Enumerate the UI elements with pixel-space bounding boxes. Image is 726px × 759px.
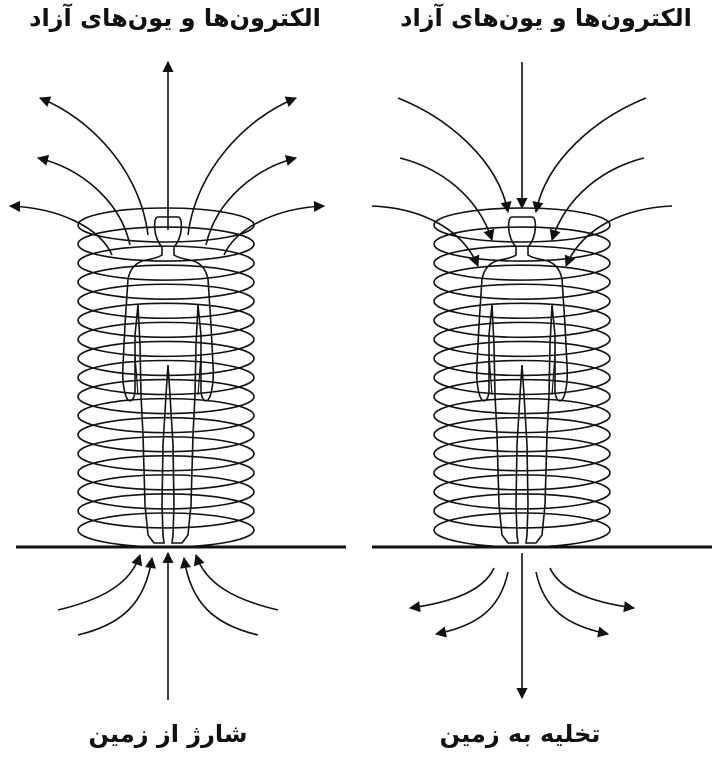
- right-arrow-top-right: [536, 98, 646, 212]
- left-field-ring: [78, 246, 254, 280]
- left-field-ring: [78, 437, 254, 471]
- left-top-arrows: [10, 62, 324, 255]
- left-field-ring: [78, 418, 254, 452]
- right-field-ring: [434, 418, 610, 452]
- right-arrow-ground-right-2: [536, 572, 608, 634]
- left-bottom-arrows: [58, 553, 278, 700]
- left-arrow-low-left: [10, 206, 112, 255]
- left-arrow-top-right: [188, 98, 296, 235]
- right-field-ring: [434, 227, 610, 261]
- left-arrow-ground-right-1: [196, 555, 278, 610]
- right-bottom-arrows: [410, 553, 634, 698]
- left-arrow-low-right: [224, 206, 324, 255]
- left-field-ring: [78, 322, 254, 356]
- left-arrow-ground-left-1: [58, 555, 140, 610]
- right-field-ring: [434, 494, 610, 528]
- right-field-ring: [434, 399, 610, 433]
- left-arrow-mid-right: [206, 158, 296, 245]
- right-field-ring: [434, 456, 610, 490]
- left-field-ring: [78, 475, 254, 509]
- right-field-ring: [434, 513, 610, 547]
- right-arrow-ground-left-1: [410, 568, 494, 608]
- right-field-ring: [434, 284, 610, 318]
- left-arrow-ground-right-2: [184, 558, 258, 635]
- right-arrow-ground-left-2: [436, 572, 508, 634]
- left-field-ring: [78, 303, 254, 337]
- right-field-ring: [434, 265, 610, 299]
- left-field-ring: [78, 341, 254, 375]
- right-field-ring: [434, 475, 610, 509]
- left-field-ring: [78, 265, 254, 299]
- right-field-ring: [434, 437, 610, 471]
- right-arrow-ground-right-1: [550, 568, 634, 608]
- right-arrow-top-left: [398, 98, 508, 212]
- left-field-ring: [78, 456, 254, 490]
- right-field-ring: [434, 322, 610, 356]
- left-field-ring: [78, 284, 254, 318]
- left-field-ring: [78, 227, 254, 261]
- left-arrow-ground-left-2: [78, 558, 152, 635]
- right-field-ring: [434, 208, 610, 242]
- left-field-ring: [78, 208, 254, 242]
- right-field-ring: [434, 246, 610, 280]
- right-field-ring: [434, 303, 610, 337]
- right-field-ring: [434, 380, 610, 414]
- right-top-arrows: [372, 62, 672, 266]
- left-field-ring: [78, 494, 254, 528]
- left-field-ring: [78, 513, 254, 547]
